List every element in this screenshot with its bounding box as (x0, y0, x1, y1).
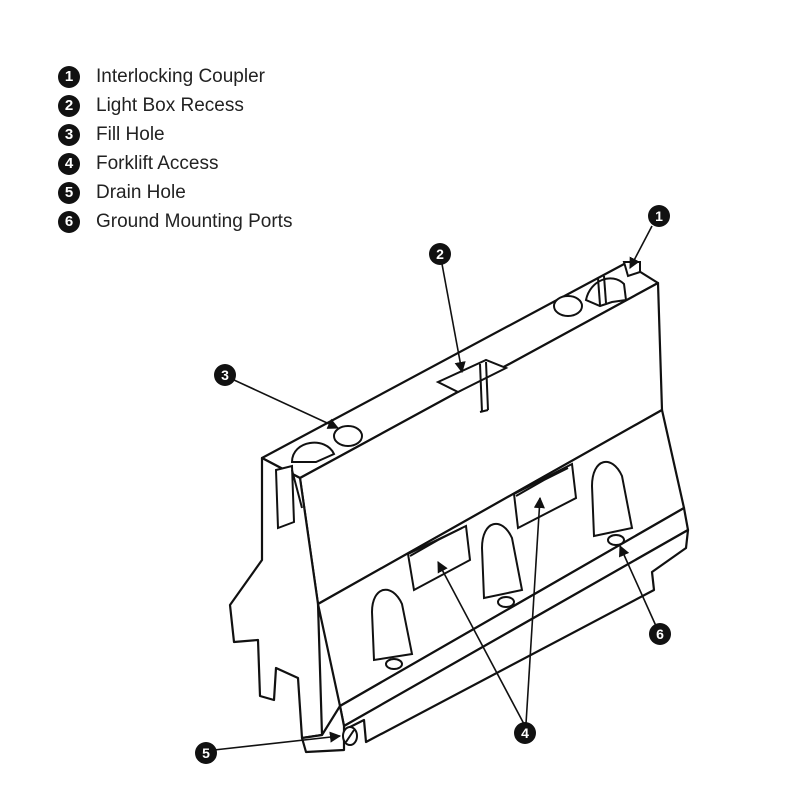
ground-mounting-port (385, 658, 403, 670)
legend-number-badge: 1 (58, 65, 80, 88)
ground-mounting-port (607, 534, 625, 546)
leg-arches (370, 460, 634, 662)
right-coupler (584, 261, 641, 308)
barrier-left-end-face (228, 456, 324, 740)
svg-text:4: 4 (521, 725, 529, 741)
legend-label: Interlocking Coupler (96, 65, 265, 87)
callout-2: 2 (429, 243, 451, 265)
legend-number-badge: 5 (58, 181, 80, 204)
legend-number-badge: 3 (58, 123, 80, 146)
barrier-body (228, 261, 690, 754)
fill-hole-right (553, 295, 583, 317)
legend-label: Forklift Access (96, 152, 219, 174)
drain-hole (342, 726, 358, 746)
svg-text:3: 3 (221, 367, 229, 383)
ground-mounting-port (497, 596, 515, 608)
legend-item: 1 Interlocking Coupler (58, 62, 292, 91)
legend-item: 2 Light Box Recess (58, 91, 292, 120)
ground-mounting-ports (385, 534, 625, 670)
legend-label: Drain Hole (96, 181, 186, 203)
legend-number-badge: 4 (58, 152, 80, 175)
light-box-recess (435, 358, 509, 413)
legend-item: 5 Drain Hole (58, 178, 292, 207)
callout-4: 4 (514, 722, 536, 744)
callout-5: 5 (195, 742, 217, 764)
legend-number-badge: 6 (58, 210, 80, 233)
forklift-access-windows (406, 462, 578, 592)
legend-label: Fill Hole (96, 123, 165, 145)
legend-item: 6 Ground Mounting Ports (58, 207, 292, 236)
callout-3: 3 (214, 364, 236, 386)
legend-number-badge: 2 (58, 94, 80, 117)
left-coupler (274, 441, 336, 530)
callout-1: 1 (648, 205, 670, 227)
fill-hole-left (333, 425, 363, 447)
legend-label: Light Box Recess (96, 94, 244, 116)
svg-text:6: 6 (656, 626, 664, 642)
svg-text:1: 1 (655, 208, 663, 224)
leader-lines (213, 225, 657, 751)
legend-item: 4 Forklift Access (58, 149, 292, 178)
forklift-access-right (512, 462, 578, 530)
svg-text:5: 5 (202, 745, 210, 761)
legend-label: Ground Mounting Ports (96, 210, 293, 232)
callout-6: 6 (649, 623, 671, 645)
svg-text:2: 2 (436, 246, 444, 262)
legend-item: 3 Fill Hole (58, 120, 292, 149)
